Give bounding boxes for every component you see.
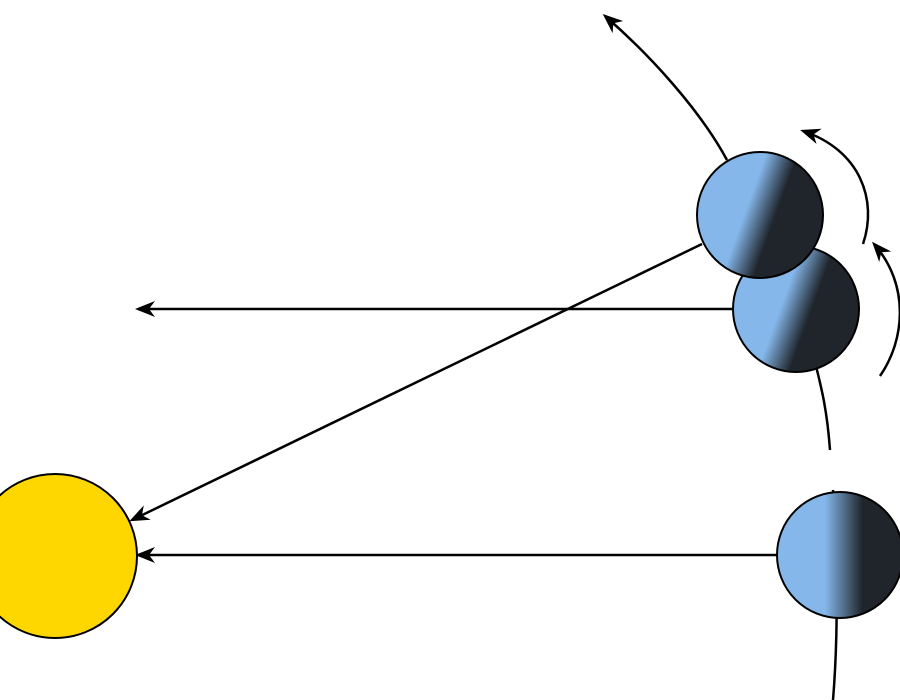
sightline-top-to-sun [129, 242, 703, 522]
sun [0, 473, 138, 639]
rotation-arrow-upper [800, 128, 870, 245]
planet-bottom [776, 491, 900, 619]
rotation-arrow-lower [872, 241, 900, 377]
planet-top [696, 151, 824, 279]
orbit-arrow [602, 14, 729, 161]
orbit-path-middle [813, 361, 832, 451]
